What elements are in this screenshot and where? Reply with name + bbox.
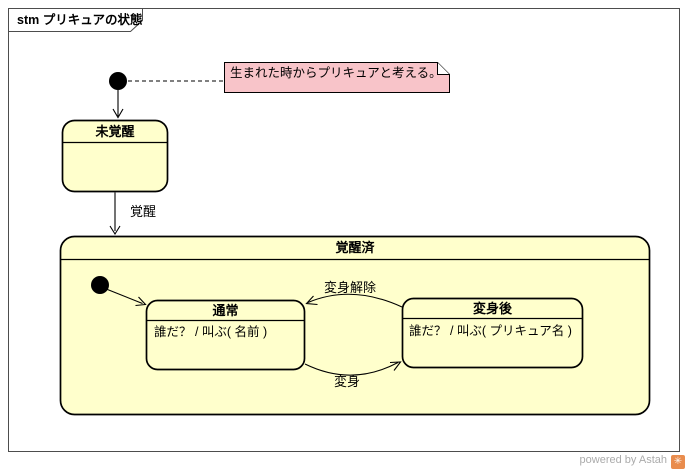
inner-initial-transition-arrowhead [135, 296, 147, 307]
powered-by-credit: powered by Astah [579, 454, 667, 466]
inner-initial-transition-line [107, 288, 143, 305]
transition-awaken-label: 覚醒 [130, 204, 157, 219]
state-normal-name: 通常 [212, 303, 239, 318]
transition-detransform-arrowhead [305, 295, 318, 306]
inner-initial-pseudostate [91, 276, 109, 294]
transition-detransform-line [307, 293, 403, 308]
astah-logo-icon [671, 455, 685, 469]
frame-title: stm プリキュアの状態 [17, 13, 143, 27]
state-transformed-name: 変身後 [472, 301, 512, 316]
transition-transform-arrowhead [389, 361, 402, 371]
transition-detransform-label: 変身解除 [324, 280, 377, 295]
initial-transition-arrowhead [112, 108, 124, 119]
initial-pseudostate [109, 72, 127, 90]
note-text: 生まれた時からプリキュアと考える。 [230, 66, 442, 80]
transition-awaken-arrowhead [109, 225, 121, 236]
state-normal-internal-activity: 誰だ？ / 叫ぶ( 名前 ) [154, 325, 268, 339]
transition-transform-label: 変身 [334, 374, 361, 389]
state-unawakened-name: 未覚醒 [95, 124, 135, 139]
state-transformed-internal-activity: 誰だ？ / 叫ぶ( プリキュア名 ) [409, 324, 572, 338]
state-awakened-name: 覚醒済 [335, 240, 375, 255]
